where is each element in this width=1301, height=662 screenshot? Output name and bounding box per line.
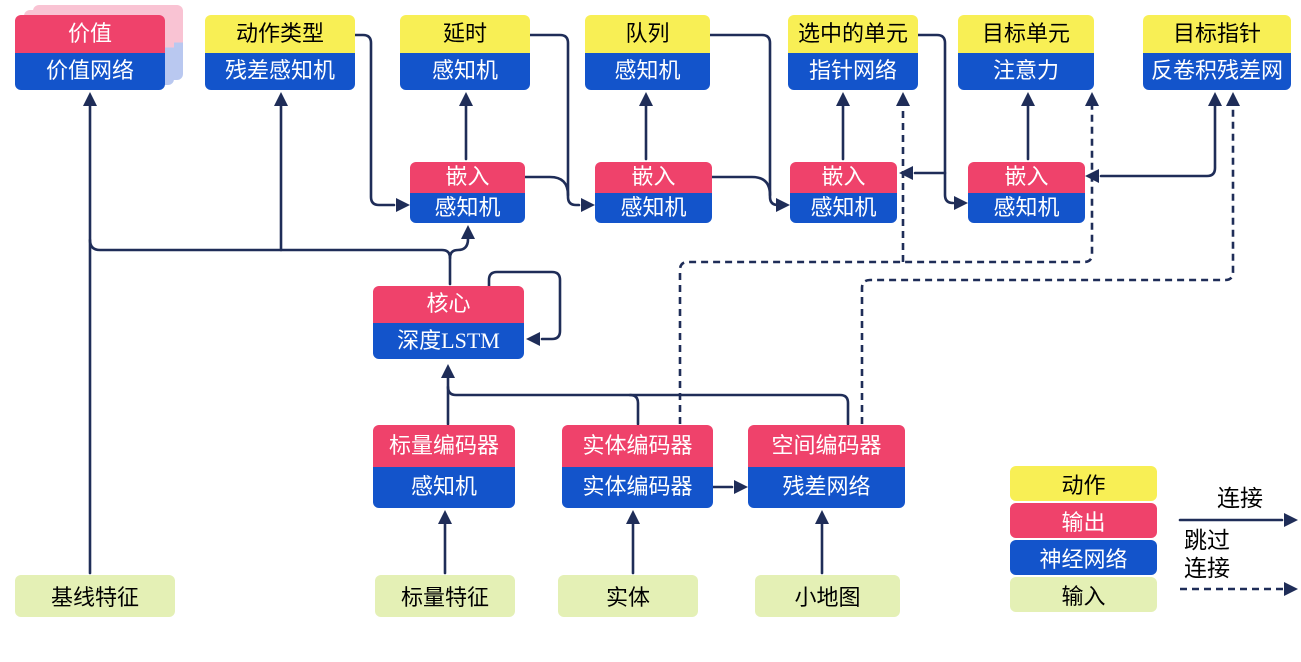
node-selected-units-action: 选中的单元 (788, 15, 918, 53)
embed-1-label: 嵌入 (410, 162, 525, 193)
arrowhead-legend-solid (1284, 513, 1298, 527)
input-minimap: 小地图 (755, 575, 900, 617)
node-action-type: 动作类型 残差感知机 (205, 15, 355, 90)
input-entities: 实体 (558, 575, 698, 617)
arrowhead-core-bottom (441, 364, 455, 378)
edge-encoder-bus (446, 385, 850, 426)
encoder-entity-label: 实体编码器 (562, 425, 713, 467)
encoder-scalar: 标量编码器 感知机 (373, 425, 515, 508)
arrowhead-skip-targetpoint (1226, 92, 1240, 106)
arrowhead-targetpoint-solid (1208, 92, 1222, 106)
edge-actiontype-to-embed1 (353, 33, 396, 207)
edge-selected-to-embed4 (916, 33, 955, 205)
edge-entity-riser (628, 393, 640, 426)
edge-embed2-merge (710, 175, 772, 197)
edge-embed1-merge (523, 175, 570, 197)
arrowhead-entityenc (626, 510, 640, 524)
node-value-output: 价值 (15, 15, 165, 53)
legend-skip-label-line2: 连接 (1184, 556, 1230, 581)
embed-1: 嵌入 感知机 (410, 162, 525, 223)
arrowhead-skip-attention (1085, 92, 1099, 106)
solid-edges (88, 33, 1284, 575)
node-queue-network: 感知机 (585, 52, 710, 90)
encoder-spatial: 空间编码器 残差网络 (748, 425, 905, 508)
arrowhead-embed2-left (581, 198, 595, 212)
arrowhead-core-loop (526, 332, 540, 346)
legend-output-swatch: 输出 (1010, 503, 1157, 538)
node-action-type-network: 残差感知机 (205, 52, 355, 90)
arrowhead-embed4-right (1085, 169, 1099, 183)
embed-4: 嵌入 感知机 (968, 162, 1085, 223)
arrowhead-skip-pointer (896, 92, 910, 106)
embed-1-network: 感知机 (410, 192, 525, 223)
node-core-network: 深度LSTM (373, 322, 524, 359)
node-queue: 队列 感知机 (585, 15, 710, 90)
embed-3: 嵌入 感知机 (790, 162, 897, 223)
skip-spatial-to-targetpoint (860, 106, 1235, 424)
embed-4-network: 感知机 (968, 192, 1085, 223)
node-selected-units: 选中的单元 指针网络 (788, 15, 918, 90)
embed-3-label: 嵌入 (790, 162, 897, 193)
input-baseline-features: 基线特征 (15, 575, 175, 617)
encoder-scalar-network: 感知机 (373, 466, 515, 508)
node-target-unit-network: 注意力 (958, 52, 1094, 90)
encoder-entity: 实体编码器 实体编码器 (562, 425, 713, 508)
node-target-unit-action: 目标单元 (958, 15, 1094, 53)
arrowhead-embed1-left (396, 198, 410, 212)
encoder-spatial-network: 残差网络 (748, 466, 905, 508)
embed-2-network: 感知机 (595, 192, 712, 223)
edge-queue-to-embed3 (708, 33, 780, 207)
embed-4-label: 嵌入 (968, 162, 1085, 193)
arrowheads (83, 92, 1298, 596)
node-core: 核心 深度LSTM (373, 286, 524, 359)
arrowhead-value (83, 92, 97, 106)
edge-core-self-loop (487, 270, 562, 341)
embed-3-network: 感知机 (790, 192, 897, 223)
arrowhead-actiontype (274, 92, 288, 106)
node-delay-action: 延时 (400, 15, 530, 53)
arrowhead-queue (639, 92, 653, 106)
arrowhead-embed3-right (899, 166, 913, 180)
node-value-network: 价值网络 (15, 52, 165, 90)
node-action-type-action: 动作类型 (205, 15, 355, 53)
dashed-edges (678, 106, 1284, 591)
edge-embed4-to-targetpoint (1099, 104, 1217, 178)
node-delay: 延时 感知机 (400, 15, 530, 90)
node-delay-network: 感知机 (400, 52, 530, 90)
node-selected-units-network: 指针网络 (788, 52, 918, 90)
arrowhead-embed1-bottom (461, 225, 475, 239)
arrowhead-spatialenc (815, 510, 829, 524)
encoder-entity-network: 实体编码器 (562, 466, 713, 508)
embed-2: 嵌入 感知机 (595, 162, 712, 223)
encoder-scalar-label: 标量编码器 (373, 425, 515, 467)
node-target-point-network: 反卷积残差网 (1143, 52, 1291, 90)
arrowhead-legend-dashed (1284, 582, 1298, 596)
arrowhead-resnet (734, 480, 748, 494)
edge-core-output-bus (88, 238, 452, 286)
arrowhead-targetunit (1021, 92, 1035, 106)
arrowhead-selected (836, 92, 850, 106)
legend-action-swatch: 动作 (1010, 466, 1157, 501)
edge-delay-to-embed2 (528, 33, 581, 207)
legend-network-swatch: 神经网络 (1010, 540, 1157, 575)
node-target-unit: 目标单元 注意力 (958, 15, 1094, 90)
legend-skip-label-line1: 跳过 (1184, 528, 1230, 553)
arrowhead-scalarenc (438, 510, 452, 524)
skip-entity-to-attention (678, 106, 1094, 424)
node-target-point-action: 目标指针 (1143, 15, 1291, 53)
legend-input-swatch: 输入 (1010, 577, 1157, 612)
input-scalar-features: 标量特征 (375, 575, 515, 617)
embed-2-label: 嵌入 (595, 162, 712, 193)
node-queue-action: 队列 (585, 15, 710, 53)
edge-core-to-embed1 (448, 237, 470, 260)
arrowhead-delay (459, 92, 473, 106)
arrowhead-embed4-left (954, 196, 968, 210)
node-target-point: 目标指针 反卷积残差网 (1143, 15, 1291, 90)
node-core-label: 核心 (373, 286, 524, 323)
node-value: 价值 价值网络 (15, 15, 165, 90)
arrowhead-embed3-left (776, 198, 790, 212)
legend-solid-label: 连接 (1217, 486, 1263, 511)
encoder-spatial-label: 空间编码器 (748, 425, 905, 467)
